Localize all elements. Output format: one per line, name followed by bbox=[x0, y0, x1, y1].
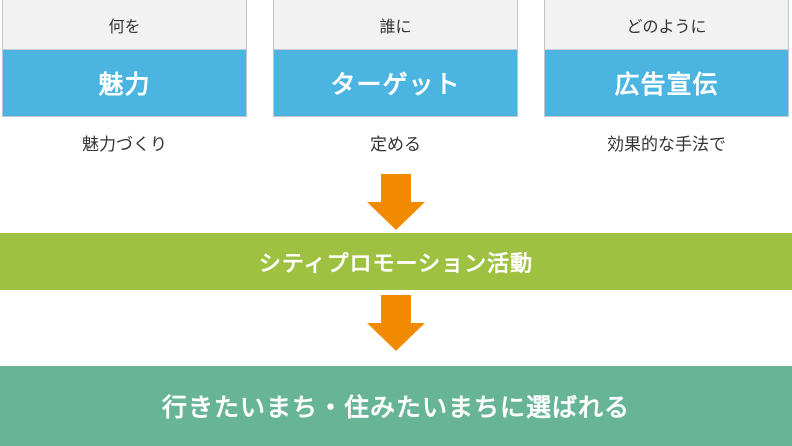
column-how-box: どのように 広告宣伝 bbox=[544, 0, 789, 117]
column-who-caption: 定める bbox=[370, 135, 421, 155]
goal-band: 行きたいまち・住みたいまちに選ばれる bbox=[0, 366, 792, 446]
column-how: どのように 広告宣伝 効果的な手法で bbox=[544, 0, 789, 155]
down-arrow-icon bbox=[367, 174, 425, 230]
down-arrow-icon bbox=[367, 295, 425, 351]
column-how-header: どのように bbox=[545, 0, 788, 50]
activity-band: シティプロモーション活動 bbox=[0, 233, 792, 290]
column-how-caption: 効果的な手法で bbox=[607, 135, 726, 155]
column-who: 誰に ターゲット 定める bbox=[273, 0, 518, 155]
column-what-caption: 魅力づくり bbox=[82, 135, 167, 155]
column-what-title: 魅力 bbox=[3, 50, 246, 116]
column-who-title: ターゲット bbox=[274, 50, 517, 116]
column-what: 何を 魅力 魅力づくり bbox=[2, 0, 247, 155]
column-who-box: 誰に ターゲット bbox=[273, 0, 518, 117]
column-how-title: 広告宣伝 bbox=[545, 50, 788, 116]
column-what-header: 何を bbox=[3, 0, 246, 50]
column-who-header: 誰に bbox=[274, 0, 517, 50]
column-what-box: 何を 魅力 bbox=[2, 0, 247, 117]
